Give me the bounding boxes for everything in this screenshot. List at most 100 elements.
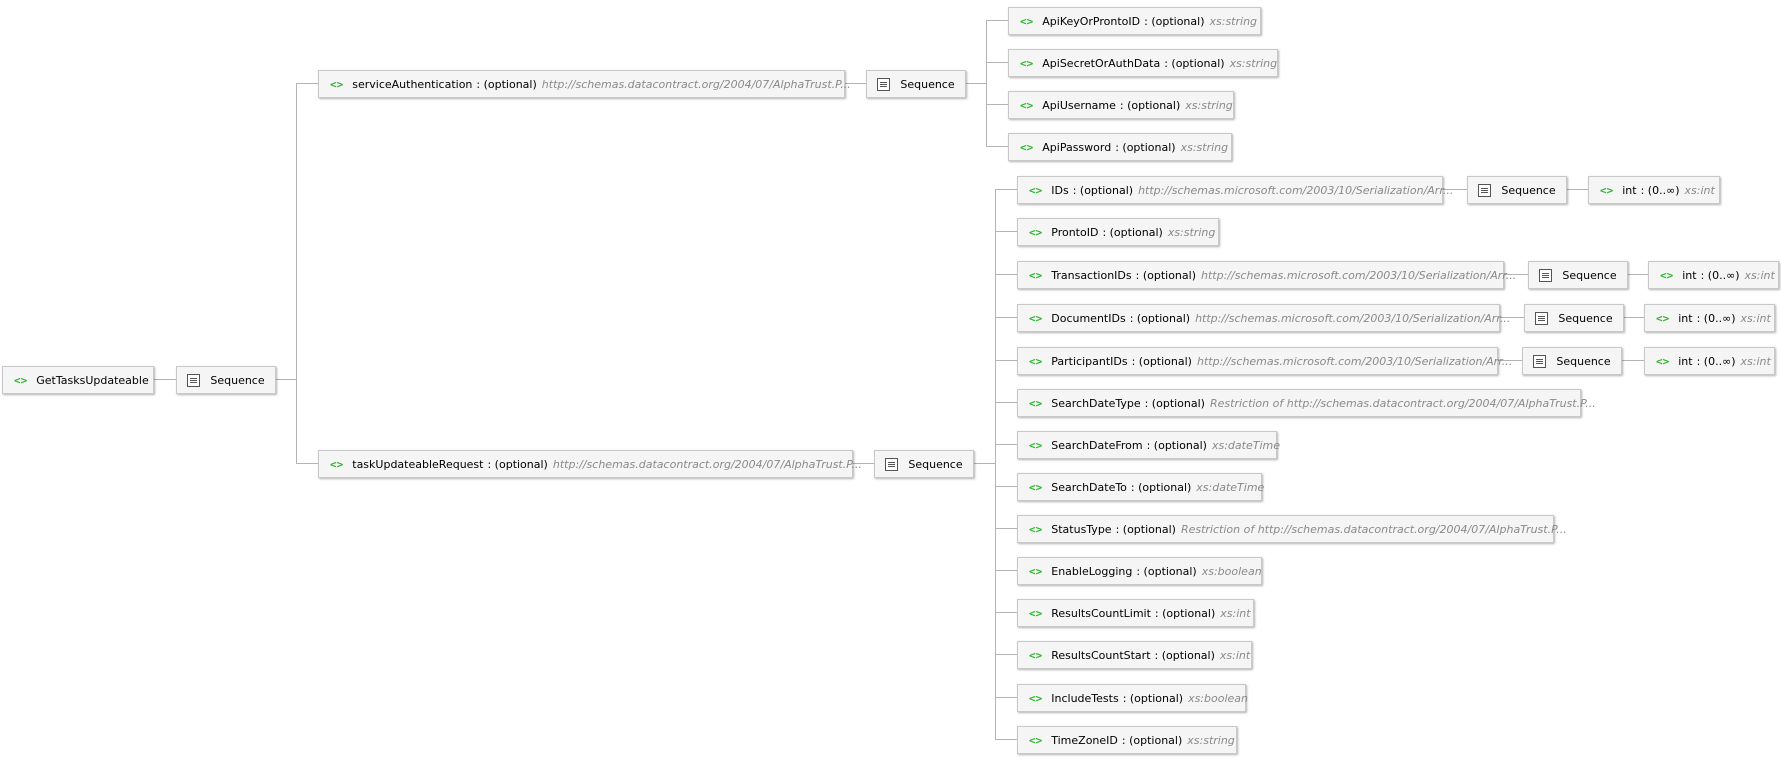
element-results-count-start[interactable]: <> ResultsCountStart : (optional) xs:int xyxy=(1017,641,1252,669)
element-transaction-ids[interactable]: <> TransactionIDs : (optional) http://sc… xyxy=(1017,261,1516,289)
element-name: ApiUsername xyxy=(1042,98,1116,112)
sequence-label: Sequence xyxy=(1562,268,1617,282)
element-search-date-from[interactable]: <> SearchDateFrom : (optional) xs:dateTi… xyxy=(1017,431,1280,459)
element-name: ApiPassword xyxy=(1042,140,1112,154)
element-name: ResultsCountLimit xyxy=(1051,606,1151,620)
element-name: int xyxy=(1622,183,1637,197)
element-name: int xyxy=(1678,354,1693,368)
element-type: xs:boolean xyxy=(1201,564,1262,578)
element-api-key-or-pronto-id[interactable]: <> ApiKeyOrProntoID : (optional) xs:stri… xyxy=(1008,7,1261,35)
element-icon: <> xyxy=(1600,183,1614,197)
element-document-ids[interactable]: <> DocumentIDs : (optional) http://schem… xyxy=(1017,304,1510,332)
element-type: http://schemas.microsoft.com/2003/10/Ser… xyxy=(1195,311,1511,325)
element-cardinality: : (optional) xyxy=(1146,438,1207,452)
element-cardinality: : (optional) xyxy=(1144,14,1205,28)
sequence-node[interactable]: Sequence xyxy=(176,366,276,394)
element-cardinality: : (optional) xyxy=(1115,140,1176,154)
element-status-type[interactable]: <> StatusType : (optional) Restriction o… xyxy=(1017,515,1567,543)
element-type: xs:int xyxy=(1219,648,1251,662)
sequence-icon xyxy=(187,373,201,387)
element-ids[interactable]: <> IDs : (optional) http://schemas.micro… xyxy=(1017,176,1453,204)
element-task-updateable-request[interactable]: <> taskUpdateableRequest : (optional) ht… xyxy=(318,450,862,478)
sequence-node[interactable]: Sequence xyxy=(866,70,966,98)
sequence-icon xyxy=(1478,183,1492,197)
element-api-username[interactable]: <> ApiUsername : (optional) xs:string xyxy=(1008,91,1234,119)
sequence-icon xyxy=(1535,311,1549,325)
element-name: ParticipantIDs xyxy=(1051,354,1128,368)
element-ids-int[interactable]: <> int : (0..∞) xs:int xyxy=(1588,176,1720,204)
element-api-secret-or-auth-data[interactable]: <> ApiSecretOrAuthData : (optional) xs:s… xyxy=(1008,49,1278,77)
element-cardinality: : (optional) xyxy=(1129,311,1191,325)
element-cardinality: : (optional) xyxy=(1121,733,1183,747)
sequence-node[interactable]: Sequence xyxy=(1467,176,1567,204)
element-type: xs:boolean xyxy=(1188,691,1248,705)
element-icon: <> xyxy=(1020,140,1034,154)
element-type: xs:string xyxy=(1167,225,1216,239)
element-cardinality: : (0..∞) xyxy=(1640,183,1680,197)
sequence-label: Sequence xyxy=(908,457,963,471)
element-name: GetTasksUpdateable xyxy=(36,373,149,387)
element-name: EnableLogging xyxy=(1051,564,1133,578)
element-include-tests[interactable]: <> IncludeTests : (optional) xs:boolean xyxy=(1017,684,1248,712)
sequence-node[interactable]: Sequence xyxy=(874,450,974,478)
sequence-icon xyxy=(877,77,891,91)
element-service-authentication[interactable]: <> serviceAuthentication : (optional) ht… xyxy=(318,70,851,98)
element-name: ProntoID xyxy=(1051,225,1099,239)
element-type: xs:string xyxy=(1229,56,1278,70)
element-type: xs:dateTime xyxy=(1196,480,1265,494)
element-icon: <> xyxy=(1029,648,1043,662)
element-participant-ids-int[interactable]: <> int : (0..∞) xs:int xyxy=(1644,347,1775,375)
element-cardinality: : (optional) xyxy=(476,77,537,91)
element-time-zone-id[interactable]: <> TimeZoneID : (optional) xs:string xyxy=(1017,726,1237,754)
element-name: int xyxy=(1678,311,1693,325)
element-cardinality: : (0..∞) xyxy=(1700,268,1740,282)
root-element[interactable]: <> GetTasksUpdateable xyxy=(2,366,154,394)
element-icon: <> xyxy=(1020,14,1034,28)
element-type: http://schemas.microsoft.com/2003/10/Ser… xyxy=(1196,354,1513,368)
element-cardinality: : (optional) xyxy=(1102,225,1163,239)
sequence-label: Sequence xyxy=(900,77,955,91)
element-search-date-to[interactable]: <> SearchDateTo : (optional) xs:dateTime xyxy=(1017,473,1265,501)
element-icon: <> xyxy=(1029,733,1043,747)
element-type: http://schemas.datacontract.org/2004/07/… xyxy=(552,457,862,471)
element-type: xs:int xyxy=(1744,268,1775,282)
sequence-label: Sequence xyxy=(1556,354,1611,368)
element-cardinality: : (optional) xyxy=(1115,522,1176,536)
element-cardinality: : (optional) xyxy=(1154,606,1216,620)
element-type: xs:dateTime xyxy=(1211,438,1280,452)
element-search-date-type[interactable]: <> SearchDateType : (optional) Restricti… xyxy=(1017,389,1596,417)
element-icon: <> xyxy=(1029,480,1043,494)
element-type: xs:int xyxy=(1740,354,1771,368)
element-name: StatusType xyxy=(1051,522,1112,536)
sequence-label: Sequence xyxy=(210,373,265,387)
element-name: TransactionIDs xyxy=(1051,268,1132,282)
element-document-ids-int[interactable]: <> int : (0..∞) xs:int xyxy=(1644,304,1775,332)
element-participant-ids[interactable]: <> ParticipantIDs : (optional) http://sc… xyxy=(1017,347,1512,375)
sequence-node[interactable]: Sequence xyxy=(1524,304,1624,332)
sequence-label: Sequence xyxy=(1558,311,1613,325)
element-results-count-limit[interactable]: <> ResultsCountLimit : (optional) xs:int xyxy=(1017,599,1254,627)
element-name: ApiSecretOrAuthData xyxy=(1042,56,1161,70)
element-type: xs:string xyxy=(1187,733,1235,747)
element-icon: <> xyxy=(1029,396,1043,410)
sequence-node[interactable]: Sequence xyxy=(1528,261,1628,289)
element-enable-logging[interactable]: <> EnableLogging : (optional) xs:boolean xyxy=(1017,557,1262,585)
element-name: IncludeTests xyxy=(1051,691,1119,705)
element-name: DocumentIDs xyxy=(1051,311,1126,325)
element-name: ApiKeyOrProntoID xyxy=(1042,14,1141,28)
element-cardinality: : (optional) xyxy=(1072,183,1134,197)
element-cardinality: : (optional) xyxy=(1144,396,1205,410)
element-type: xs:int xyxy=(1684,183,1715,197)
element-cardinality: : (optional) xyxy=(1130,480,1192,494)
element-icon: <> xyxy=(1029,311,1043,325)
element-icon: <> xyxy=(1660,268,1674,282)
element-name: int xyxy=(1682,268,1697,282)
element-name: IDs xyxy=(1051,183,1069,197)
element-type: xs:string xyxy=(1209,14,1258,28)
element-api-password[interactable]: <> ApiPassword : (optional) xs:string xyxy=(1008,133,1232,161)
element-pronto-id[interactable]: <> ProntoID : (optional) xs:string xyxy=(1017,218,1219,246)
element-transaction-ids-int[interactable]: <> int : (0..∞) xs:int xyxy=(1648,261,1779,289)
element-cardinality: : (0..∞) xyxy=(1696,354,1736,368)
sequence-node[interactable]: Sequence xyxy=(1522,347,1622,375)
